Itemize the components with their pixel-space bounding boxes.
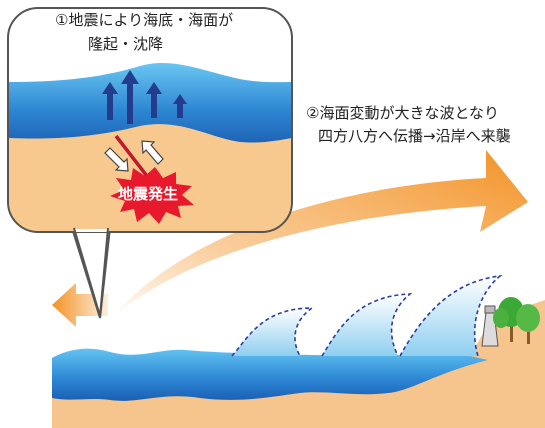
propagation-arrow [112,150,528,318]
step2-caption-line1: ②海面変動が大きな波となり [306,104,499,122]
step1-caption-line1: ①地震により海底・海面が [55,11,234,29]
uplift-arrow-icon [102,70,187,124]
callout-box [7,7,293,233]
sea [52,348,488,401]
tsunami-waves [231,274,503,357]
slip-arrow-icon [104,140,164,172]
quake-label: 地震発生 [118,185,179,203]
tree-icon [493,297,540,344]
quake-burst-icon [110,167,194,224]
step2-caption-line2: 四方八方へ伝播→沿岸へ来襲 [318,127,511,145]
step1-caption-line2: 隆起・沈降 [88,35,164,53]
callout-sea [8,63,292,143]
fault-line-icon [114,134,152,182]
